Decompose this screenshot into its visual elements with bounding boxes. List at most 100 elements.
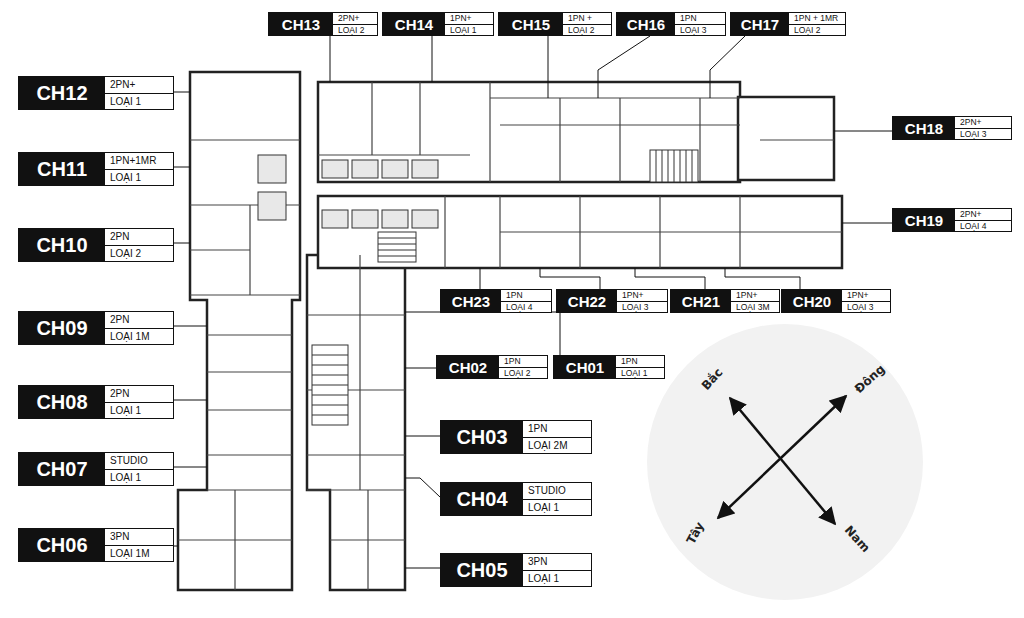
unit-callout: CH221PN+LOẠI 3 [556, 289, 668, 313]
unit-info: 2PNLOẠI 2 [105, 229, 173, 261]
unit-callout: CH021PNLOẠI 2 [436, 355, 548, 379]
unit-code: CH10 [19, 229, 105, 261]
unit-info: 2PNLOẠI 1M [105, 312, 173, 344]
lift [258, 192, 286, 220]
unit-type: 1PN + 1MR [789, 13, 845, 25]
leader-line [405, 312, 560, 355]
unit-callout: CH063PNLOẠI 1M [18, 528, 174, 562]
unit-variant: LOẠI 1 [105, 94, 173, 110]
unit-type: STUDIO [105, 453, 173, 470]
unit-variant: LOẠI 3 [842, 302, 890, 313]
unit-code: CH09 [19, 312, 105, 344]
leader-line [480, 268, 481, 289]
unit-code: CH17 [731, 13, 789, 35]
unit-variant: LOẠI 2 [105, 246, 173, 262]
west-wing [178, 72, 300, 590]
unit-variant: LOẠI 1 [105, 403, 173, 419]
unit-info: STUDIOLOẠI 1 [523, 483, 591, 515]
leader-line [540, 268, 600, 289]
unit-variant: LOẠI 1 [445, 25, 493, 36]
unit-code: CH08 [19, 386, 105, 418]
unit-type: 1PN [675, 13, 725, 25]
stair-treads [312, 355, 348, 415]
leader-line [842, 223, 892, 224]
leader-line [405, 478, 440, 497]
leader-line [172, 92, 190, 93]
lift [382, 160, 408, 178]
leader-line [725, 268, 800, 289]
unit-code: CH07 [19, 453, 105, 485]
west-partitions [178, 140, 300, 590]
stair-treads [378, 238, 416, 256]
unit-code: CH12 [19, 77, 105, 109]
building-outline [178, 72, 842, 590]
leader-line [548, 36, 549, 98]
unit-type: 1PN+ [445, 13, 493, 25]
unit-type: 2PN+ [105, 77, 173, 94]
unit-type: 2PN+ [955, 117, 1011, 129]
leader-line [405, 368, 436, 369]
unit-info: 3PNLOẠI 1M [105, 529, 173, 561]
unit-type: 2PN+ [333, 13, 377, 25]
unit-callout: CH231PNLOẠI 4 [440, 289, 552, 313]
leader-line [598, 36, 650, 98]
partitions [178, 82, 842, 590]
unit-callout: CH171PN + 1MRLOẠI 2 [730, 12, 846, 36]
unit-callout: CH102PNLOẠI 2 [18, 228, 174, 262]
unit-code: CH06 [19, 529, 105, 561]
unit-callout: CH082PNLOẠI 1 [18, 385, 174, 419]
unit-callout: CH141PN+LOẠI 1 [382, 12, 494, 36]
unit-code: CH16 [617, 13, 675, 35]
compass-axis [718, 396, 846, 518]
unit-type: 3PN [105, 529, 173, 546]
unit-callout: CH04STUDIOLOẠI 1 [440, 482, 592, 516]
unit-info: 1PN+LOẠI 3M [731, 290, 779, 312]
leader-lines [172, 36, 892, 568]
compass-disc [647, 324, 923, 600]
unit-type: 1PN+ [617, 290, 667, 302]
unit-code: CH03 [441, 421, 523, 453]
north-wing [318, 82, 740, 182]
unit-type: 2PN [105, 229, 173, 246]
unit-info: 1PN+1MRLOẠI 1 [105, 153, 173, 185]
unit-info: 2PN+LOẠI 1 [105, 77, 173, 109]
leader-line [635, 268, 705, 289]
unit-type: 3PN [523, 554, 591, 571]
unit-code: CH05 [441, 554, 523, 586]
unit-callout: CH031PNLOẠI 2M [440, 420, 592, 454]
unit-type: 1PN+ [731, 290, 779, 302]
unit-callout: CH132PN+LOẠI 2 [268, 12, 378, 36]
lift [322, 210, 348, 228]
center-wing [307, 255, 405, 590]
lift [322, 160, 348, 178]
unit-callout: CH151PN +LOẠI 2 [498, 12, 612, 36]
unit-type: 2PN [105, 386, 173, 403]
unit-callout: CH07STUDIOLOẠI 1 [18, 452, 174, 486]
north-partitions [318, 82, 834, 182]
lift [412, 160, 438, 178]
unit-code: CH19 [893, 209, 955, 231]
unit-info: 2PN+LOẠI 3 [955, 117, 1011, 139]
stair [650, 150, 698, 182]
unit-code: CH22 [557, 290, 617, 312]
leader-line [172, 167, 190, 168]
unit-code: CH23 [441, 290, 501, 312]
stairs [312, 150, 698, 425]
compass-arrows [718, 396, 846, 524]
unit-info: 1PN+LOẠI 3 [617, 290, 667, 312]
unit-type: 2PN+ [955, 209, 1011, 221]
lift [352, 160, 378, 178]
unit-info: 1PNLOẠI 2 [499, 356, 547, 378]
unit-type: 1PN [616, 356, 664, 368]
unit-variant: LOẠI 3 [617, 302, 667, 313]
unit-variant: LOẠI 1 [616, 368, 664, 379]
unit-variant: LOẠI 2M [523, 438, 591, 454]
unit-type: 1PN [499, 356, 547, 368]
unit-info: 3PNLOẠI 1 [523, 554, 591, 586]
unit-variant: LOẠI 4 [955, 221, 1011, 232]
unit-code: CH18 [893, 117, 955, 139]
lifts [258, 155, 438, 228]
stair [312, 345, 348, 425]
unit-variant: LOẠI 1M [105, 329, 173, 345]
unit-variant: LOẠI 2 [789, 25, 845, 36]
